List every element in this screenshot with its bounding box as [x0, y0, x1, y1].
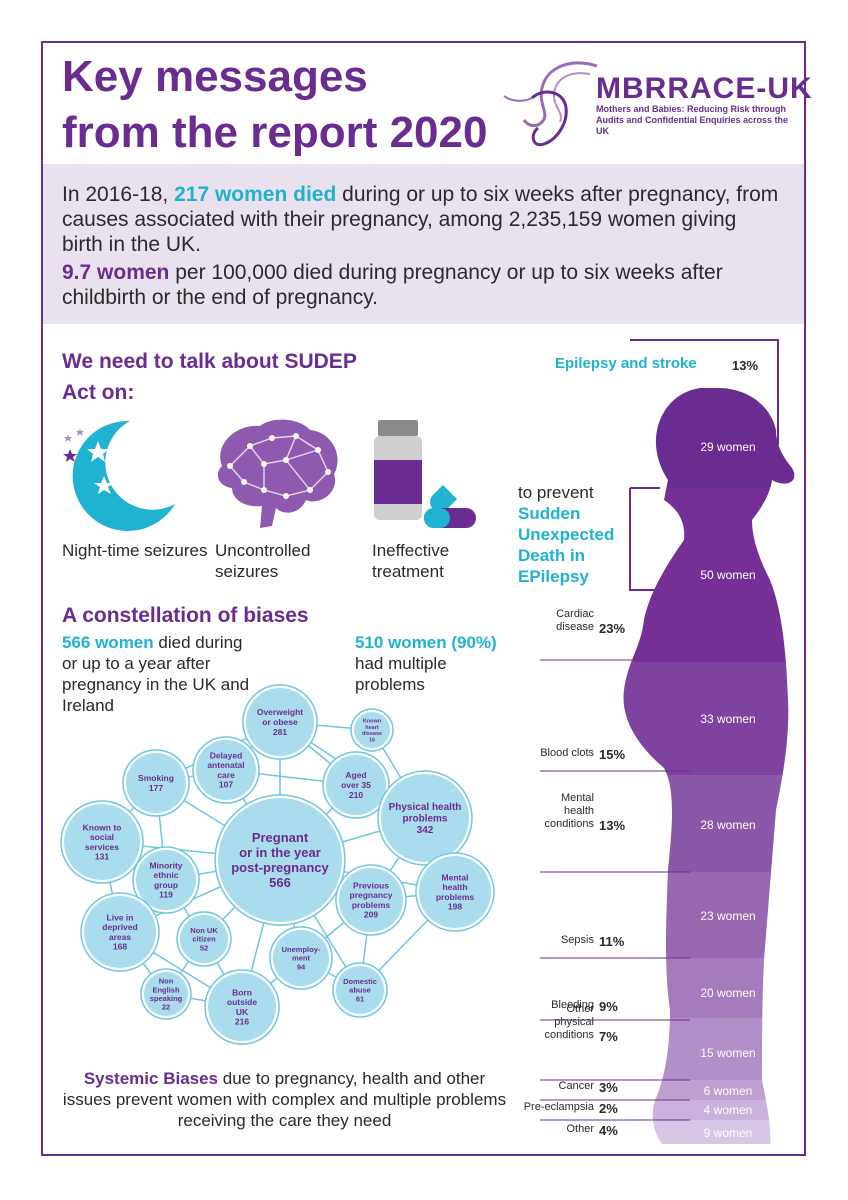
cause-label: Other [566, 1123, 594, 1135]
cause-pct: 2% [599, 1101, 618, 1116]
sudep-callout: to prevent Sudden Unexpected Death in EP… [518, 483, 615, 586]
act-item-label: Uncontrolled seizures [215, 541, 311, 581]
cause-pct: 9% [599, 999, 618, 1014]
women-count: 28 women [700, 818, 756, 832]
biases-heading: A constellation of biases [62, 604, 309, 627]
cause-pct: 23% [599, 621, 626, 636]
cause-pct: 13% [599, 818, 626, 833]
logo-tagline: Mothers and Babies: Reducing Risk throug… [596, 104, 789, 136]
medicine-bottle-pills-icon [374, 420, 476, 528]
act-item-label: Night-time seizures [62, 541, 208, 560]
act-on-heading: Act on: [62, 381, 135, 404]
silhouette-band [623, 662, 795, 775]
logo-name: MBRRACE-UK [596, 72, 813, 105]
cause-label: Sepsis [560, 934, 594, 946]
silhouette-band [623, 1120, 795, 1144]
cause-pct: 7% [599, 1029, 618, 1044]
systemic-biases-text: Systemic Biases due to pregnancy, health… [62, 1069, 507, 1130]
silhouette-band [623, 1100, 795, 1120]
women-count: 23 women [700, 909, 756, 923]
epilepsy-label: Epilepsy and stroke [555, 355, 697, 372]
brain-network-icon [217, 419, 338, 528]
women-count: 29 women [700, 440, 756, 454]
women-count: 50 women [700, 568, 756, 582]
cause-label: Blood clots [540, 747, 594, 759]
page-frame [41, 41, 806, 1156]
women-count: 20 women [700, 986, 756, 1000]
act-item-label: Ineffective treatment [372, 541, 450, 581]
page-subtitle: from the report 2020 [62, 108, 488, 157]
women-count: 6 women [703, 1084, 753, 1098]
silhouette-band [623, 388, 795, 488]
biases-left-text: 566 women died during or up to a year af… [62, 633, 250, 715]
moon-stars-icon [63, 420, 175, 531]
cause-pct: 4% [599, 1123, 618, 1138]
cause-label: Cancer [558, 1080, 594, 1092]
biases-right-text: 510 women (90%)had multiple problems [355, 633, 497, 694]
cause-pct: 15% [599, 747, 626, 762]
women-count: 4 women [703, 1103, 753, 1117]
silhouette-band [623, 1080, 795, 1100]
page-title: Key messages [62, 52, 368, 101]
cause-label: Pre-eclampsia [523, 1101, 594, 1113]
women-count: 9 women [703, 1126, 753, 1140]
cause-label: Bleeding [551, 999, 594, 1011]
cause-pct: 3% [599, 1080, 618, 1095]
intro-panel: In 2016-18, 217 women died during or up … [43, 164, 804, 324]
epilepsy-pct: 13% [732, 358, 759, 373]
cause-pct: 11% [599, 934, 625, 949]
intro-paragraph-1: In 2016-18, 217 women died during or up … [62, 183, 779, 256]
women-count: 33 women [700, 712, 756, 726]
sudep-heading: We need to talk about SUDEP [62, 350, 357, 373]
women-count: 15 women [700, 1046, 756, 1060]
intro-paragraph-2: 9.7 women per 100,000 died during pregna… [62, 261, 723, 309]
mbrrace-logo-icon [503, 61, 598, 147]
